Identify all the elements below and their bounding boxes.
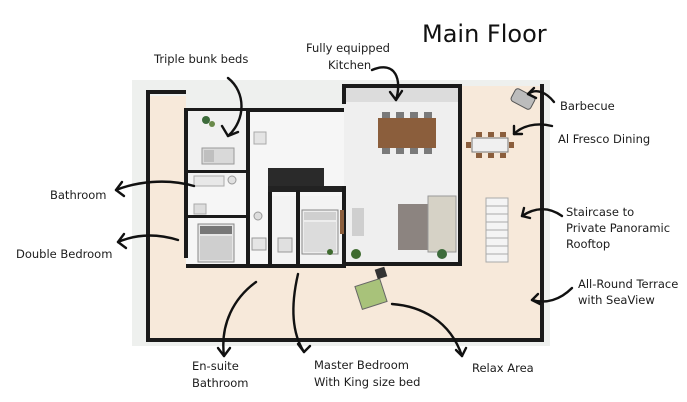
label-double-bedroom: Double Bedroom [16, 247, 112, 261]
kitchen-counter [346, 88, 458, 102]
ensuite-fixtures [251, 211, 293, 253]
label-kitchen-line1: Fully equipped [306, 41, 390, 55]
walls [146, 84, 544, 342]
label-al-fresco: Al Fresco Dining [558, 132, 650, 146]
al-fresco-table [466, 132, 514, 158]
annotation-arrows [114, 66, 574, 358]
plants [327, 249, 361, 259]
label-master-line2: With King size bed [314, 375, 420, 389]
label-kitchen-line2: Kitchen [328, 58, 371, 72]
annotation-labels: Triple bunk beds Fully equipped Kitchen … [16, 41, 678, 390]
double-bed [197, 223, 235, 263]
page-title: Main Floor [422, 20, 547, 48]
dining-table [378, 112, 436, 154]
living-sofa [352, 195, 457, 259]
label-terrace-line2: with SeaView [578, 293, 655, 307]
bathroom-fixtures [193, 175, 237, 215]
label-relax-area: Relax Area [472, 361, 534, 375]
label-staircase-line1: Staircase to [566, 205, 634, 219]
label-ensuite-line2: Bathroom [192, 376, 248, 390]
label-staircase-line3: Rooftop [566, 237, 610, 251]
label-staircase-line2: Private Panoramic [566, 221, 670, 235]
bunk-room-furniture [201, 116, 267, 165]
label-bathroom: Bathroom [50, 188, 106, 202]
label-master-line1: Master Bedroom [314, 358, 409, 372]
relax-chairs [354, 266, 388, 311]
label-barbecue: Barbecue [560, 99, 615, 113]
label-triple-bunk-beds: Triple bunk beds [153, 52, 248, 66]
label-ensuite-line1: En-suite [192, 359, 239, 373]
label-terrace-line1: All-Round Terrace [578, 277, 678, 291]
staircase [485, 197, 509, 263]
barbecue-grill [510, 88, 536, 110]
master-bed [301, 209, 344, 255]
